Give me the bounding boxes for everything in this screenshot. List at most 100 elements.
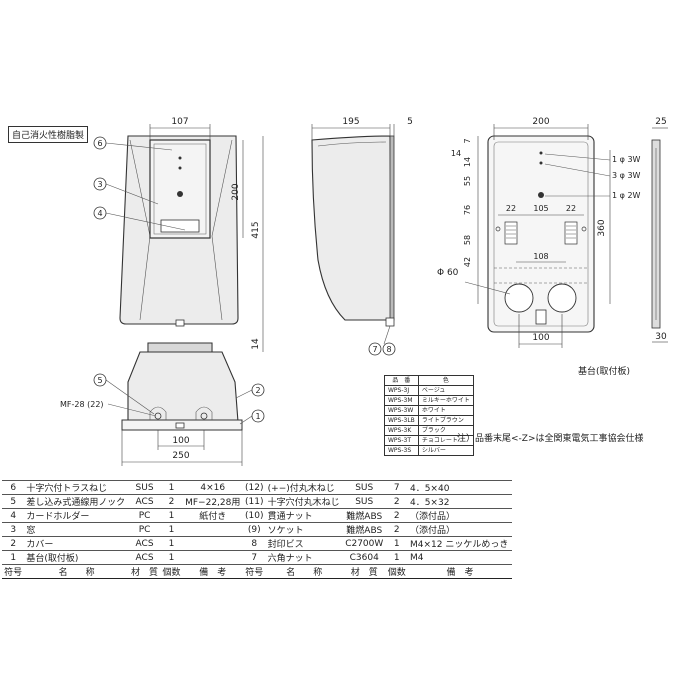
- parts-cell: 十字穴付トラスねじ: [24, 480, 129, 495]
- parts-header-cell: 符号: [242, 564, 266, 579]
- dim-25: 25: [655, 117, 666, 127]
- parts-header-cell: 個数: [385, 564, 408, 579]
- dim-250: 250: [172, 451, 189, 461]
- base-view: 200 25 7 14 14 55 76 58 42 22 105 22 360…: [437, 117, 668, 348]
- model-code: WPS-3J: [384, 385, 419, 396]
- parts-cell: 1: [160, 508, 183, 523]
- color-name: ベージュ: [417, 385, 474, 396]
- model-code: WPS-3S: [384, 445, 419, 456]
- callout-5: 5: [97, 376, 102, 385]
- parts-cell: 2: [385, 494, 408, 509]
- dim-14a: 14: [451, 149, 461, 158]
- parts-cell: 難燃ABS: [342, 508, 386, 523]
- parts-cell: カバー: [24, 536, 129, 551]
- parts-cell: 難燃ABS: [342, 522, 386, 537]
- parts-header-cell: 材 質: [342, 564, 386, 579]
- parts-header-cell: 備 考: [182, 564, 243, 579]
- parts-cell: ACS: [128, 494, 161, 509]
- parts-cell: MF−22,28用: [182, 494, 243, 509]
- base-caption: 基台(取付板): [578, 367, 631, 377]
- parts-cell: PC: [128, 522, 161, 537]
- parts-header-cell: 材 質: [128, 564, 161, 579]
- model-code: WPS-3M: [384, 395, 419, 406]
- dim-14: 14: [251, 338, 261, 350]
- parts-cell: 2: [385, 508, 408, 523]
- hole-label-2: 3 φ 3W: [612, 171, 641, 180]
- parts-header-cell: 名 称: [24, 564, 129, 579]
- parts-cell: 1: [385, 536, 408, 551]
- callout-4: 4: [97, 209, 102, 218]
- parts-cell: 1: [160, 522, 183, 537]
- parts-cell: 十字穴付丸木ねじ: [265, 494, 343, 509]
- model-code: WPS-3W: [384, 405, 419, 416]
- parts-header-cell: 名 称: [265, 564, 343, 579]
- dim-42: 42: [463, 257, 472, 267]
- model-code: WPS-3K: [384, 425, 419, 436]
- parts-cell: M4×12 ニッケルめっき: [407, 536, 512, 551]
- parts-cell: [182, 522, 243, 537]
- dim-100-bottom: 100: [172, 436, 189, 446]
- callout-2: 2: [255, 386, 260, 395]
- dim-7: 7: [463, 138, 472, 143]
- parts-cell: 6: [2, 480, 25, 495]
- dim-200: 200: [231, 183, 241, 200]
- callout-3: 3: [97, 180, 102, 189]
- parts-cell: ACS: [128, 536, 161, 551]
- parts-cell: SUS: [342, 494, 386, 509]
- parts-cell: 4×16: [182, 480, 243, 495]
- dim-105: 105: [533, 204, 548, 213]
- parts-cell: 4: [2, 508, 25, 523]
- parts-cell: 4．5×32: [407, 494, 512, 509]
- parts-cell: 貫通ナット: [265, 508, 343, 523]
- dim-5: 5: [407, 117, 413, 127]
- dim-200-base: 200: [532, 117, 549, 127]
- dim-55: 55: [463, 176, 472, 186]
- parts-cell: 3: [2, 522, 25, 537]
- parts-cell: （添付品）: [407, 522, 512, 537]
- dim-22a: 22: [506, 204, 516, 213]
- dim-58: 58: [463, 235, 472, 245]
- parts-cell: 紙付き: [182, 508, 243, 523]
- parts-cell: 7: [242, 550, 266, 565]
- parts-cell: (+−)付丸木ねじ: [265, 480, 343, 495]
- color-name: ライトブラウン: [417, 415, 474, 426]
- callout-8: 8: [386, 345, 391, 354]
- callout-7: 7: [372, 345, 377, 354]
- dim-22b: 22: [566, 204, 576, 213]
- parts-cell: SUS: [128, 480, 161, 495]
- parts-cell: 基台(取付板): [24, 550, 129, 565]
- parts-cell: 1: [160, 550, 183, 565]
- hole-label-1: 1 φ 3W: [612, 155, 641, 164]
- color-name: ミルキーホワイト: [417, 395, 474, 406]
- front-view: 107 200 415 14 6 3 4: [93, 117, 264, 352]
- parts-cell: 六角ナット: [265, 550, 343, 565]
- dim-phi60: Φ 60: [437, 268, 459, 278]
- color-header-color: 色: [417, 375, 474, 386]
- parts-cell: 1: [160, 480, 183, 495]
- parts-cell: (9): [242, 522, 266, 537]
- parts-cell: C2700W: [342, 536, 386, 551]
- dim-108: 108: [533, 252, 548, 261]
- parts-cell: 2: [2, 536, 25, 551]
- parts-header-row: 符号名 称材 質個数備 考符号名 称材 質個数備 考: [2, 564, 512, 579]
- model-code: WPS-3LB: [384, 415, 419, 426]
- parts-cell: M4: [407, 550, 512, 565]
- parts-cell: 1: [160, 536, 183, 551]
- color-table-header: 品 番 色: [384, 375, 474, 386]
- parts-header-cell: 備 考: [407, 564, 512, 579]
- dim-30: 30: [655, 332, 667, 342]
- parts-cell: PC: [128, 508, 161, 523]
- parts-cell: 1: [385, 550, 408, 565]
- dim-360: 360: [597, 219, 607, 236]
- model-code: WPS-3T: [384, 435, 419, 446]
- knockout-label: MF-28 (22): [60, 400, 104, 409]
